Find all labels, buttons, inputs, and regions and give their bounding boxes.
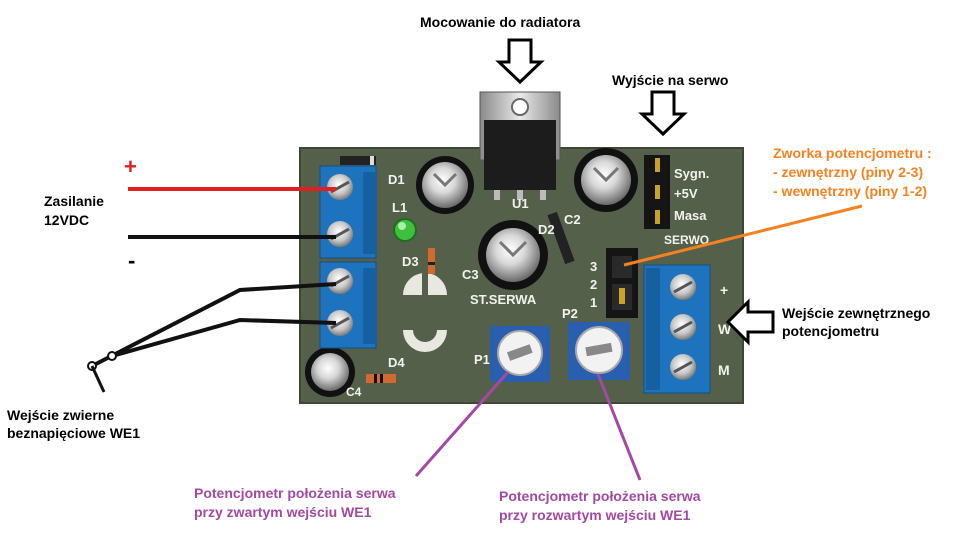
arrow-servo-output: [638, 90, 688, 137]
silk-pin1: 1: [590, 295, 597, 310]
diode-d1: [340, 156, 376, 165]
silk-board-name: ST.SERWA: [470, 292, 537, 307]
silk-c4: C4: [346, 385, 362, 399]
silk-u1: U1: [512, 196, 529, 211]
silk-plus5v: +5V: [674, 186, 698, 201]
trimmer-p2: [568, 322, 630, 380]
label-pot-closed-line1: Potencjometr położenia serwa: [194, 485, 396, 501]
label-heatsink-mount: Mocowanie do radiatora: [420, 14, 581, 30]
silk-p2: P2: [562, 306, 578, 321]
label-supply-line2: 12VDC: [44, 212, 90, 228]
label-minus-sign: -: [128, 248, 136, 273]
label-ext-pot-line1: Wejście zewnętrznego: [782, 305, 931, 321]
label-supply-line1: Zasilanie: [44, 193, 104, 209]
terminal-input-we1: [319, 261, 377, 349]
pointer-jumper: [623, 204, 863, 267]
silk-c2: C2: [564, 212, 581, 227]
silk-term-w: W: [718, 321, 732, 337]
pointer-pot-open: [596, 373, 642, 481]
diode-d3: [428, 248, 435, 274]
arrow-ext-pot-input: [725, 298, 775, 346]
trimmer-p1: [490, 326, 550, 382]
label-input-line1: Wejście zwierne: [7, 407, 115, 423]
arrow-heatsink: [495, 38, 545, 85]
silk-d1: D1: [388, 172, 405, 187]
label-pot-open-line2: przy rozwartym wejściu WE1: [499, 507, 691, 523]
label-plus-sign: +: [124, 154, 137, 179]
label-input-line2: beznapięciowe WE1: [7, 425, 141, 441]
terminal-power: [319, 165, 377, 259]
diode-d4: [366, 374, 396, 383]
capacitor-c2: [574, 148, 638, 212]
capacitor-c3: [478, 220, 548, 290]
capacitor-c1: [416, 156, 474, 214]
regulator-u1: [479, 91, 561, 200]
wire-we1-a: [91, 282, 337, 368]
silk-term-plus: +: [720, 282, 728, 298]
silk-sygn: Sygn.: [674, 166, 709, 181]
silk-masa: Masa: [674, 208, 707, 223]
label-jumper-internal: - wewnętrzny (piny 1-2): [773, 183, 928, 199]
label-pot-closed-line2: przy zwartym wejściu WE1: [194, 504, 372, 520]
silk-d4: D4: [388, 355, 405, 370]
silk-d3: D3: [402, 254, 419, 269]
capacitor-c4: [305, 347, 355, 397]
silk-pin3: 3: [590, 259, 597, 274]
jumper-header: [606, 248, 638, 318]
terminal-ext-pot: [643, 264, 711, 394]
silk-p1: P1: [474, 352, 490, 367]
wire-we1-b: [111, 317, 337, 358]
label-jumper-title: Zworka potencjometru :: [773, 145, 932, 161]
silk-c3: C3: [462, 267, 479, 282]
led-l1: [393, 218, 417, 242]
label-jumper-external: - zewnętrzny (piny 2-3): [773, 164, 924, 180]
silk-term-m: M: [718, 362, 730, 378]
silk-l1: L1: [392, 200, 407, 215]
label-ext-pot-line2: potencjometru: [782, 323, 880, 339]
label-servo-output: Wyjście na serwo: [612, 72, 729, 88]
switch-contact: [90, 365, 106, 393]
servo-header: [644, 155, 670, 229]
diode-d2: [547, 211, 575, 265]
silk-d2: D2: [538, 222, 555, 237]
label-pot-open-line1: Potencjometr położenia serwa: [499, 488, 701, 504]
silk-serwo: SERWO: [664, 233, 709, 247]
pointer-pot-closed: [414, 371, 510, 477]
silk-pin2: 2: [590, 277, 597, 292]
